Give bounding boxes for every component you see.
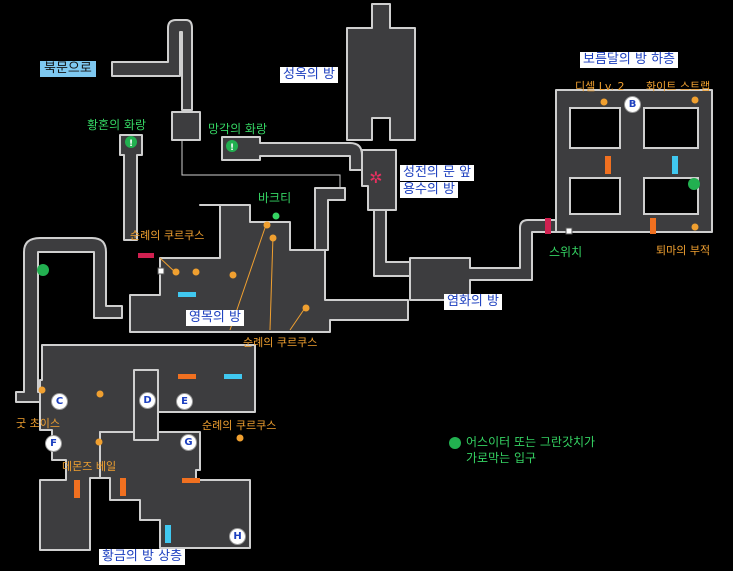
legend-green-dot xyxy=(449,437,461,449)
sanctum-front-label: 성전의 문 앞 xyxy=(400,165,475,181)
full-moon-lower-label: 보름달의 방 하층 xyxy=(580,52,678,68)
left-loop xyxy=(15,237,123,403)
disel-label: 디셀 Lv. 2 xyxy=(575,80,625,93)
prison-room-shape xyxy=(346,3,416,141)
marker-f: F xyxy=(45,435,62,452)
manggak-corridor-label: 망각의 화랑 xyxy=(208,122,268,136)
marker-d: D xyxy=(139,392,156,409)
svg-text:!: ! xyxy=(230,143,234,153)
door-cyan-4 xyxy=(165,525,171,543)
legend-line-1: 어스이터 또는 그란갓치가 xyxy=(466,435,596,449)
hwanghon-room-shape xyxy=(119,134,143,241)
sanctum-icon: ✲ xyxy=(369,168,382,187)
yeongmok-room-label: 영목의 방 xyxy=(186,310,244,326)
door-orange-5 xyxy=(120,478,126,496)
demons-veil-label: 데몬즈 베일 xyxy=(62,460,117,473)
prison-room-label: 성옥의 방 xyxy=(280,67,338,83)
legend-line-2: 가로막는 입구 xyxy=(466,451,537,465)
yeomhwa-room-label: 염화의 방 xyxy=(444,294,502,310)
door-orange-6 xyxy=(182,478,200,483)
demon-talisman-label: 퇴마의 부적 xyxy=(656,244,711,257)
manggak-room-shape xyxy=(221,136,363,171)
lower-mid-room xyxy=(99,431,251,549)
marker-c: C xyxy=(51,393,68,410)
door-orange-1 xyxy=(605,156,611,174)
golden-room-upper-label: 황금의 방 상층 xyxy=(99,549,186,565)
central-complex xyxy=(129,204,409,333)
marker-g: G xyxy=(180,434,197,451)
sanctum-room-shape xyxy=(361,149,397,211)
top-left-node xyxy=(171,111,201,141)
door-red-2 xyxy=(138,253,154,258)
door-cyan-1 xyxy=(672,156,678,174)
door-orange-2 xyxy=(650,218,656,234)
door-cyan-2 xyxy=(178,292,196,297)
marker-b: B xyxy=(624,96,641,113)
marker-e: E xyxy=(176,393,193,410)
switch-label: 스위치 xyxy=(549,245,583,259)
svg-text:!: ! xyxy=(129,139,133,149)
north-gate-corridor xyxy=(111,19,193,111)
hwanghon-corridor-label: 황혼의 화랑 xyxy=(87,118,147,132)
good-choice-label: 굿 초이스 xyxy=(16,417,60,430)
door-orange-3 xyxy=(178,374,196,379)
pilgrim-label-1: 순례의 쿠르쿠스 xyxy=(130,229,205,242)
legend: 어스이터 또는 그란갓치가 가로막는 입구 xyxy=(466,434,595,466)
door-orange-4 xyxy=(74,480,80,498)
north-gate-label: 북문으로 xyxy=(40,61,96,77)
holy-water-room-label: 용수의 방 xyxy=(400,182,458,198)
pilgrim-label-2: 순례의 쿠르쿠스 xyxy=(243,336,318,349)
quest-icon-2 xyxy=(226,140,238,152)
bakti-label: 바크티 xyxy=(258,191,292,205)
door-cyan-3 xyxy=(224,374,242,379)
pilgrim-label-3: 순례의 쿠르쿠스 xyxy=(202,419,277,432)
quest-icon-1 xyxy=(125,136,137,148)
bakti-corridor xyxy=(314,187,346,251)
marker-h: H xyxy=(229,528,246,545)
yeomhwa-room-shape xyxy=(409,219,557,301)
door-red-1 xyxy=(545,218,551,234)
white-strap-label: 화이트 스트랩 xyxy=(646,80,711,93)
